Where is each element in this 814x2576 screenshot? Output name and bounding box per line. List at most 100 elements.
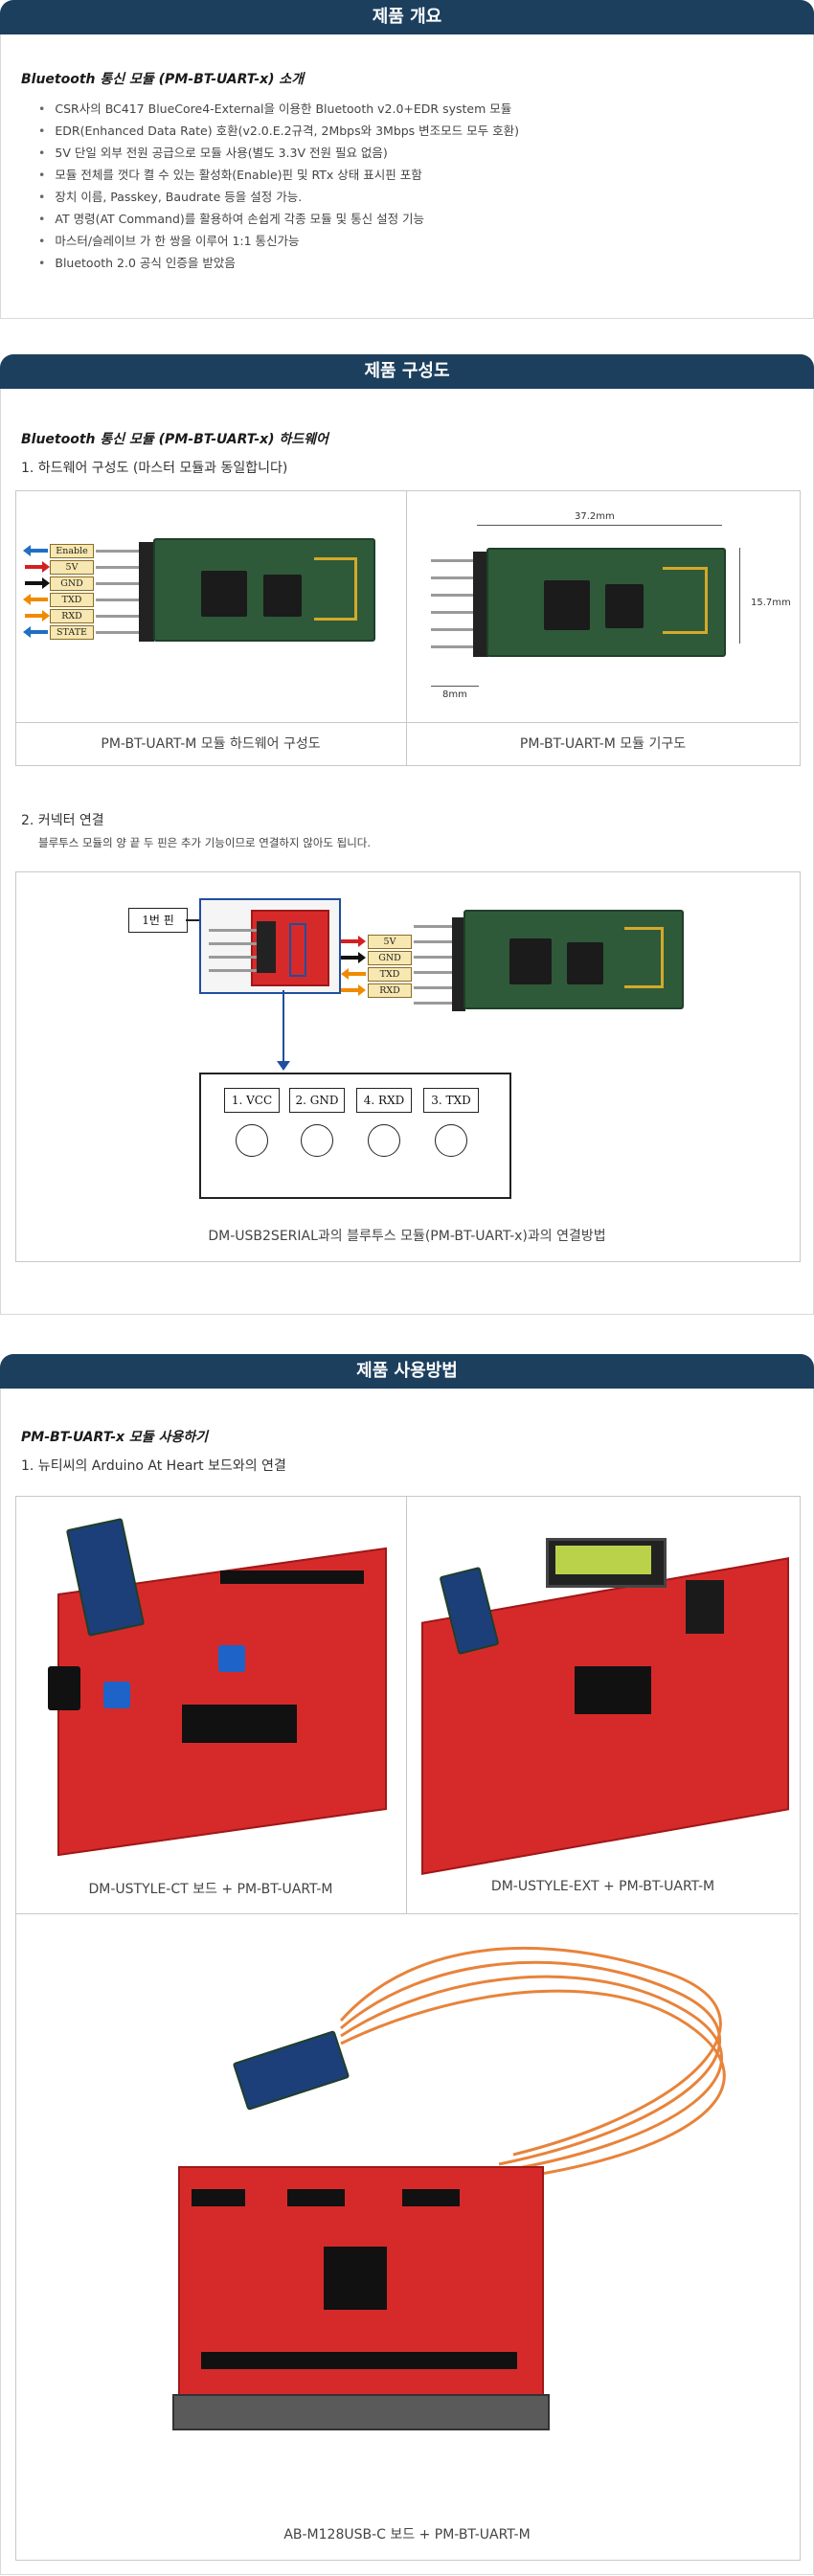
caption-hardware: PM-BT-UART-M 모듈 하드웨어 구성도 [101,736,321,752]
feature-item: 모듈 전체를 껏다 켤 수 있는 활성화(Enable)핀 및 RTx 상태 표… [38,164,519,186]
header-pin [209,942,257,945]
conn-pin-rxd: RXD [368,983,412,998]
antenna-trace [663,567,708,634]
pin-label-enable: Enable [50,544,94,558]
header-pin [96,615,142,618]
pin1-label: 1번 핀 [128,908,188,933]
header-pin [431,594,475,597]
overview-subtitle: Bluetooth 통신 모듈 (PM-BT-UART-x) 소개 [21,72,305,87]
arrow-out-icon [25,610,50,621]
dimension-line-width [477,525,722,526]
header-pin [96,631,142,634]
pcb-header [220,1570,364,1584]
caption-ustyle-ct: DM-USTYLE-CT 보드 + PM-BT-UART-M [88,1882,333,1897]
arrow-out-icon [341,984,366,996]
section-header-structure: 제품 구성도 [0,354,814,389]
pin-label-txd: TXD [50,593,94,607]
arrow-down-icon [277,1061,290,1071]
header-pin [414,971,454,974]
dimension-width-label: 37.2mm [575,511,615,522]
conn-pin-5v: 5V [368,935,412,949]
header-pin [431,645,475,648]
caption-ab-m128usb-c: AB-M128USB-C 보드 + PM-BT-UART-M [283,2527,531,2542]
dimension-line-height [739,548,740,644]
module-chip [509,938,552,984]
pin-header [139,542,154,642]
header-pin [209,969,257,972]
arrow-in-icon [23,626,48,638]
pin-header [257,921,276,973]
pinout-gnd: 2. GND [289,1088,345,1113]
header-pin [414,956,454,959]
feature-list: CSR사의 BC417 BlueCore4-External을 이용한 Blue… [38,98,519,274]
header-pin [96,550,142,553]
caption-divider [15,722,799,723]
module-chip [544,580,590,630]
pin-hole-icon [301,1124,333,1157]
pcb-header [192,2189,245,2206]
header-pin [209,929,257,932]
module-chip [263,575,302,617]
dimension-pin-label: 8mm [442,689,467,700]
feature-item: 5V 단일 외부 전원 공급으로 모듈 사용(별도 3.3V 전원 필요 없음) [38,142,519,164]
header-pin [96,599,142,601]
header-pin [414,925,454,928]
frame-divider [406,490,407,766]
arrow-out-icon [25,577,50,589]
caption-connector: DM-USB2SERIAL과의 블루투스 모듈(PM-BT-UART-x)과의 … [208,1229,606,1244]
dimension-line-pin [431,686,479,687]
pin-header [473,552,488,657]
feature-item: 마스터/슬레이브 가 한 쌍을 이루어 1:1 통신가능 [38,230,519,252]
feature-item: Bluetooth 2.0 공식 인증을 받았음 [38,252,519,274]
header-pin [431,576,475,579]
header-pin [209,956,257,959]
module-chip [605,584,644,628]
header-pin [414,940,454,943]
header-pin [414,1002,454,1005]
pin-hole-icon [435,1124,467,1157]
feature-item: 장치 이름, Passkey, Baudrate 등을 설정 가능. [38,186,519,208]
pin-label-state: STATE [50,625,94,640]
potentiometer [103,1682,130,1708]
pcb-chip [575,1666,651,1714]
jumper-wires [339,1946,726,2185]
pcb-chip [324,2247,387,2310]
feature-item: CSR사의 BC417 BlueCore4-External을 이용한 Blue… [38,98,519,120]
caption-ustyle-ext: DM-USTYLE-EXT + PM-BT-UART-M [490,1879,715,1894]
pin-highlight [289,923,306,977]
antenna-trace [624,927,664,988]
arduino-step-title: 1. 뉴티씨의 Arduino At Heart 보드와의 연결 [21,1458,286,1474]
arrow-out-icon [341,952,366,963]
pin-hole-icon [368,1124,400,1157]
header-pin [431,628,475,631]
dc-jack [48,1666,80,1710]
pin-hole-icon [236,1124,268,1157]
header-pin [96,566,142,569]
pin-label-rxd: RXD [50,609,94,623]
pinout-txd: 3. TXD [423,1088,479,1113]
arrow-in-icon [23,545,48,556]
potentiometer [218,1645,245,1672]
connector-step-title: 2. 커넥터 연결 [21,813,104,828]
arrow-out-icon [341,936,366,947]
structure-subtitle: Bluetooth 통신 모듈 (PM-BT-UART-x) 하드웨어 [21,432,328,447]
hardware-step-title: 1. 하드웨어 구성도 (마스터 모듈과 동일합니다) [21,461,288,476]
usage-subtitle: PM-BT-UART-x 모듈 사용하기 [21,1430,209,1445]
frame-divider [15,1913,799,1914]
conn-pin-txd: TXD [368,967,412,982]
header-pin [96,582,142,585]
caption-mechanical: PM-BT-UART-M 모듈 기구도 [519,736,687,752]
pcb-header [201,2352,517,2369]
seven-segment-display [686,1580,724,1634]
base-board [172,2394,550,2430]
connector-note: 블루투스 모듈의 양 끝 두 핀은 추가 기능이므로 연결하지 않아도 됩니다. [38,836,372,849]
pcb-chip [182,1705,297,1743]
pin-header [452,917,465,1011]
pinout-vcc: 1. VCC [224,1088,280,1113]
pcb-header [402,2189,460,2206]
arrow-in-icon [23,594,48,605]
feature-item: EDR(Enhanced Data Rate) 호환(v2.0.E.2규격, 2… [38,120,519,142]
header-pin [414,986,454,989]
conn-pin-gnd: GND [368,951,412,965]
section-header-overview: 제품 개요 [0,0,814,34]
